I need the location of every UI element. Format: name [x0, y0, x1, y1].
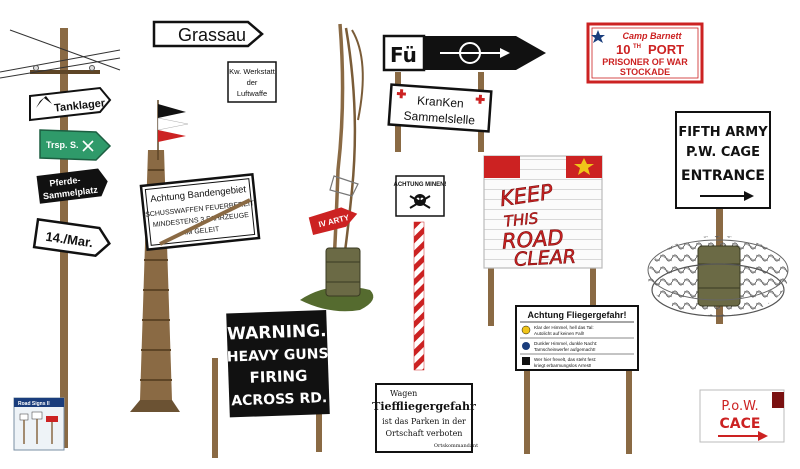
flieger-row3a: Wer hier frevelt, das steht fest: [534, 357, 596, 362]
pferde-line1: Pferde- [49, 175, 81, 189]
eagle-icon [36, 96, 52, 108]
kranken-line1: KranKen [417, 93, 465, 110]
tanklager-text: Tanklager [54, 97, 107, 114]
kranken-line2: Sammelslelle [403, 109, 475, 128]
camp-barnett-sign: Camp Barnett 10 TH PORT PRISONER OF WAR … [586, 22, 704, 84]
barnett-line4: STOCKADE [620, 67, 670, 77]
star-icon [574, 158, 594, 175]
tiefflieger-line2: Tieffliegergefahr [372, 400, 476, 413]
keep-line4: CLEAR [513, 246, 576, 271]
minen-sign: ACHTUNG MINEN! [394, 175, 447, 371]
red-cross-icon [475, 94, 485, 104]
arrow-right-icon [700, 191, 754, 201]
crossarm [30, 70, 100, 74]
stick-pole-group: IV ARTY [300, 23, 374, 312]
date-sign: 14./Mar. [32, 217, 111, 258]
warning-sign: WARNING. HEAVY GUNS FIRING ACROSS RD. [212, 310, 330, 458]
barnett-line2b: TH [633, 44, 641, 50]
werkstatt-line1: Kw. Werkstatt [229, 67, 276, 76]
barnett-line2a: 10 [616, 42, 630, 57]
minen-text: ACHTUNG MINEN! [394, 182, 447, 188]
flag-stripe-white [157, 117, 189, 131]
fliegergefahr-sign: Achtung Fliegergefahr! Klar der Himmel, … [515, 305, 639, 454]
warning-line3: FIRING [249, 367, 307, 387]
warning-line2: HEAVY GUNS [227, 346, 329, 366]
grassau-sign: Grassau [152, 20, 264, 48]
barnett-line1: Camp Barnett [622, 31, 682, 41]
moon-icon [522, 342, 530, 350]
fifth-line3: ENTRANCE [681, 168, 765, 184]
oil-barrel [325, 247, 361, 297]
fifth-line2: P.W. CAGE [686, 145, 760, 160]
wire-line [0, 57, 121, 79]
wire-line [9, 29, 121, 71]
flieger-row1b: Autolicht auf keinen Fall! [534, 331, 584, 336]
arrow-right-icon [718, 431, 768, 441]
striped-post [413, 221, 425, 371]
product-box: Road Signs II [13, 397, 65, 451]
flieger-title: Achtung Fliegergefahr! [527, 310, 626, 320]
star-icon [591, 30, 605, 43]
bandengebiet-brace [159, 198, 251, 246]
warning-icon [522, 357, 530, 365]
red-cross-icon [396, 89, 406, 99]
flag-stripe-black [158, 104, 186, 118]
telegraph-pole-group: Tanklager Trsp. S. Pferde- Sammelplatz 1… [0, 28, 121, 448]
flag-stripe-red [158, 130, 186, 142]
oil-barrel [697, 245, 741, 307]
red-corner-block [484, 156, 520, 178]
pow-line2: CACE [720, 416, 761, 432]
warning-line1: WARNING. [227, 321, 327, 344]
keep-clear-sign: KEEP THIS ROAD CLEAR [483, 155, 603, 326]
skull-icon [409, 194, 431, 209]
iv-arty-sign: IV ARTY [308, 207, 358, 236]
tiefflieger-line5: Ortskommandant [434, 443, 478, 449]
tanklager-sign: Tanklager [29, 86, 112, 122]
warning-line4: ACROSS RD. [231, 390, 327, 409]
flieger-row2a: Dunkler Himmel, dunkle Nacht: [534, 341, 597, 346]
flieger-row3b: kriegt erbarmungslos Arrest! [534, 363, 591, 368]
bandengebiet-line4: IM GELEIT [184, 226, 220, 237]
barnett-line3: PRISONER OF WAR [602, 57, 688, 67]
flieger-row2b: Tarnscheinwerfer aufgemacht! [534, 347, 596, 352]
kranken-sign: KranKen Sammelslelle [387, 83, 493, 133]
flieger-row1a: Klar der Himmel, hell das Tal: [534, 325, 594, 330]
grassau-text: Grassau [178, 25, 246, 45]
bandengebiet-sign: Achtung Bandengebiet SCHUSSWAFFEN FEUERB… [139, 172, 261, 252]
tiefflieger-sign: Wagen Tieffliegergefahr ist das Parken i… [372, 383, 478, 453]
werkstatt-line3: Luftwaffe [237, 89, 267, 98]
palm-trunk-group [130, 100, 189, 412]
tiefflieger-line1: Wagen [390, 389, 417, 398]
keep-line2: THIS [503, 209, 540, 231]
green-direction-sign: Trsp. S. [39, 129, 112, 161]
keep-line3: ROAD [501, 225, 564, 253]
rope-binding [329, 175, 359, 197]
wire-line [0, 49, 121, 73]
fu-text: Fü [390, 43, 417, 67]
fu-sign: Fü [382, 34, 546, 72]
crossed-tools-icon [82, 140, 94, 152]
barnett-line2c: PORT [648, 42, 684, 57]
sun-icon [521, 325, 531, 335]
green-sign-text: Trsp. S. [46, 140, 79, 150]
date-text: 14./Mar. [45, 229, 94, 250]
pferde-sign: Pferde- Sammelplatz [36, 168, 108, 204]
fifth-line1: FIFTH ARMY [678, 125, 768, 140]
product-box-title: Road Signs II [18, 401, 50, 407]
werkstatt-line2: der [247, 78, 258, 87]
dark-red-corner [772, 392, 784, 408]
pow-line1: P.o.W. [721, 399, 758, 414]
tiefflieger-line4: Ortschaft verboten [386, 429, 463, 438]
werkstatt-sign: Kw. Werkstatt der Luftwaffe [227, 61, 277, 103]
tiefflieger-line3: ist das Parken in der [382, 417, 466, 426]
fifth-army-group: FIFTH ARMY P.W. CAGE ENTRANCE [647, 111, 789, 324]
pow-cace-sign: P.o.W. CACE [699, 389, 785, 443]
signal-emblem-icon [440, 42, 510, 64]
